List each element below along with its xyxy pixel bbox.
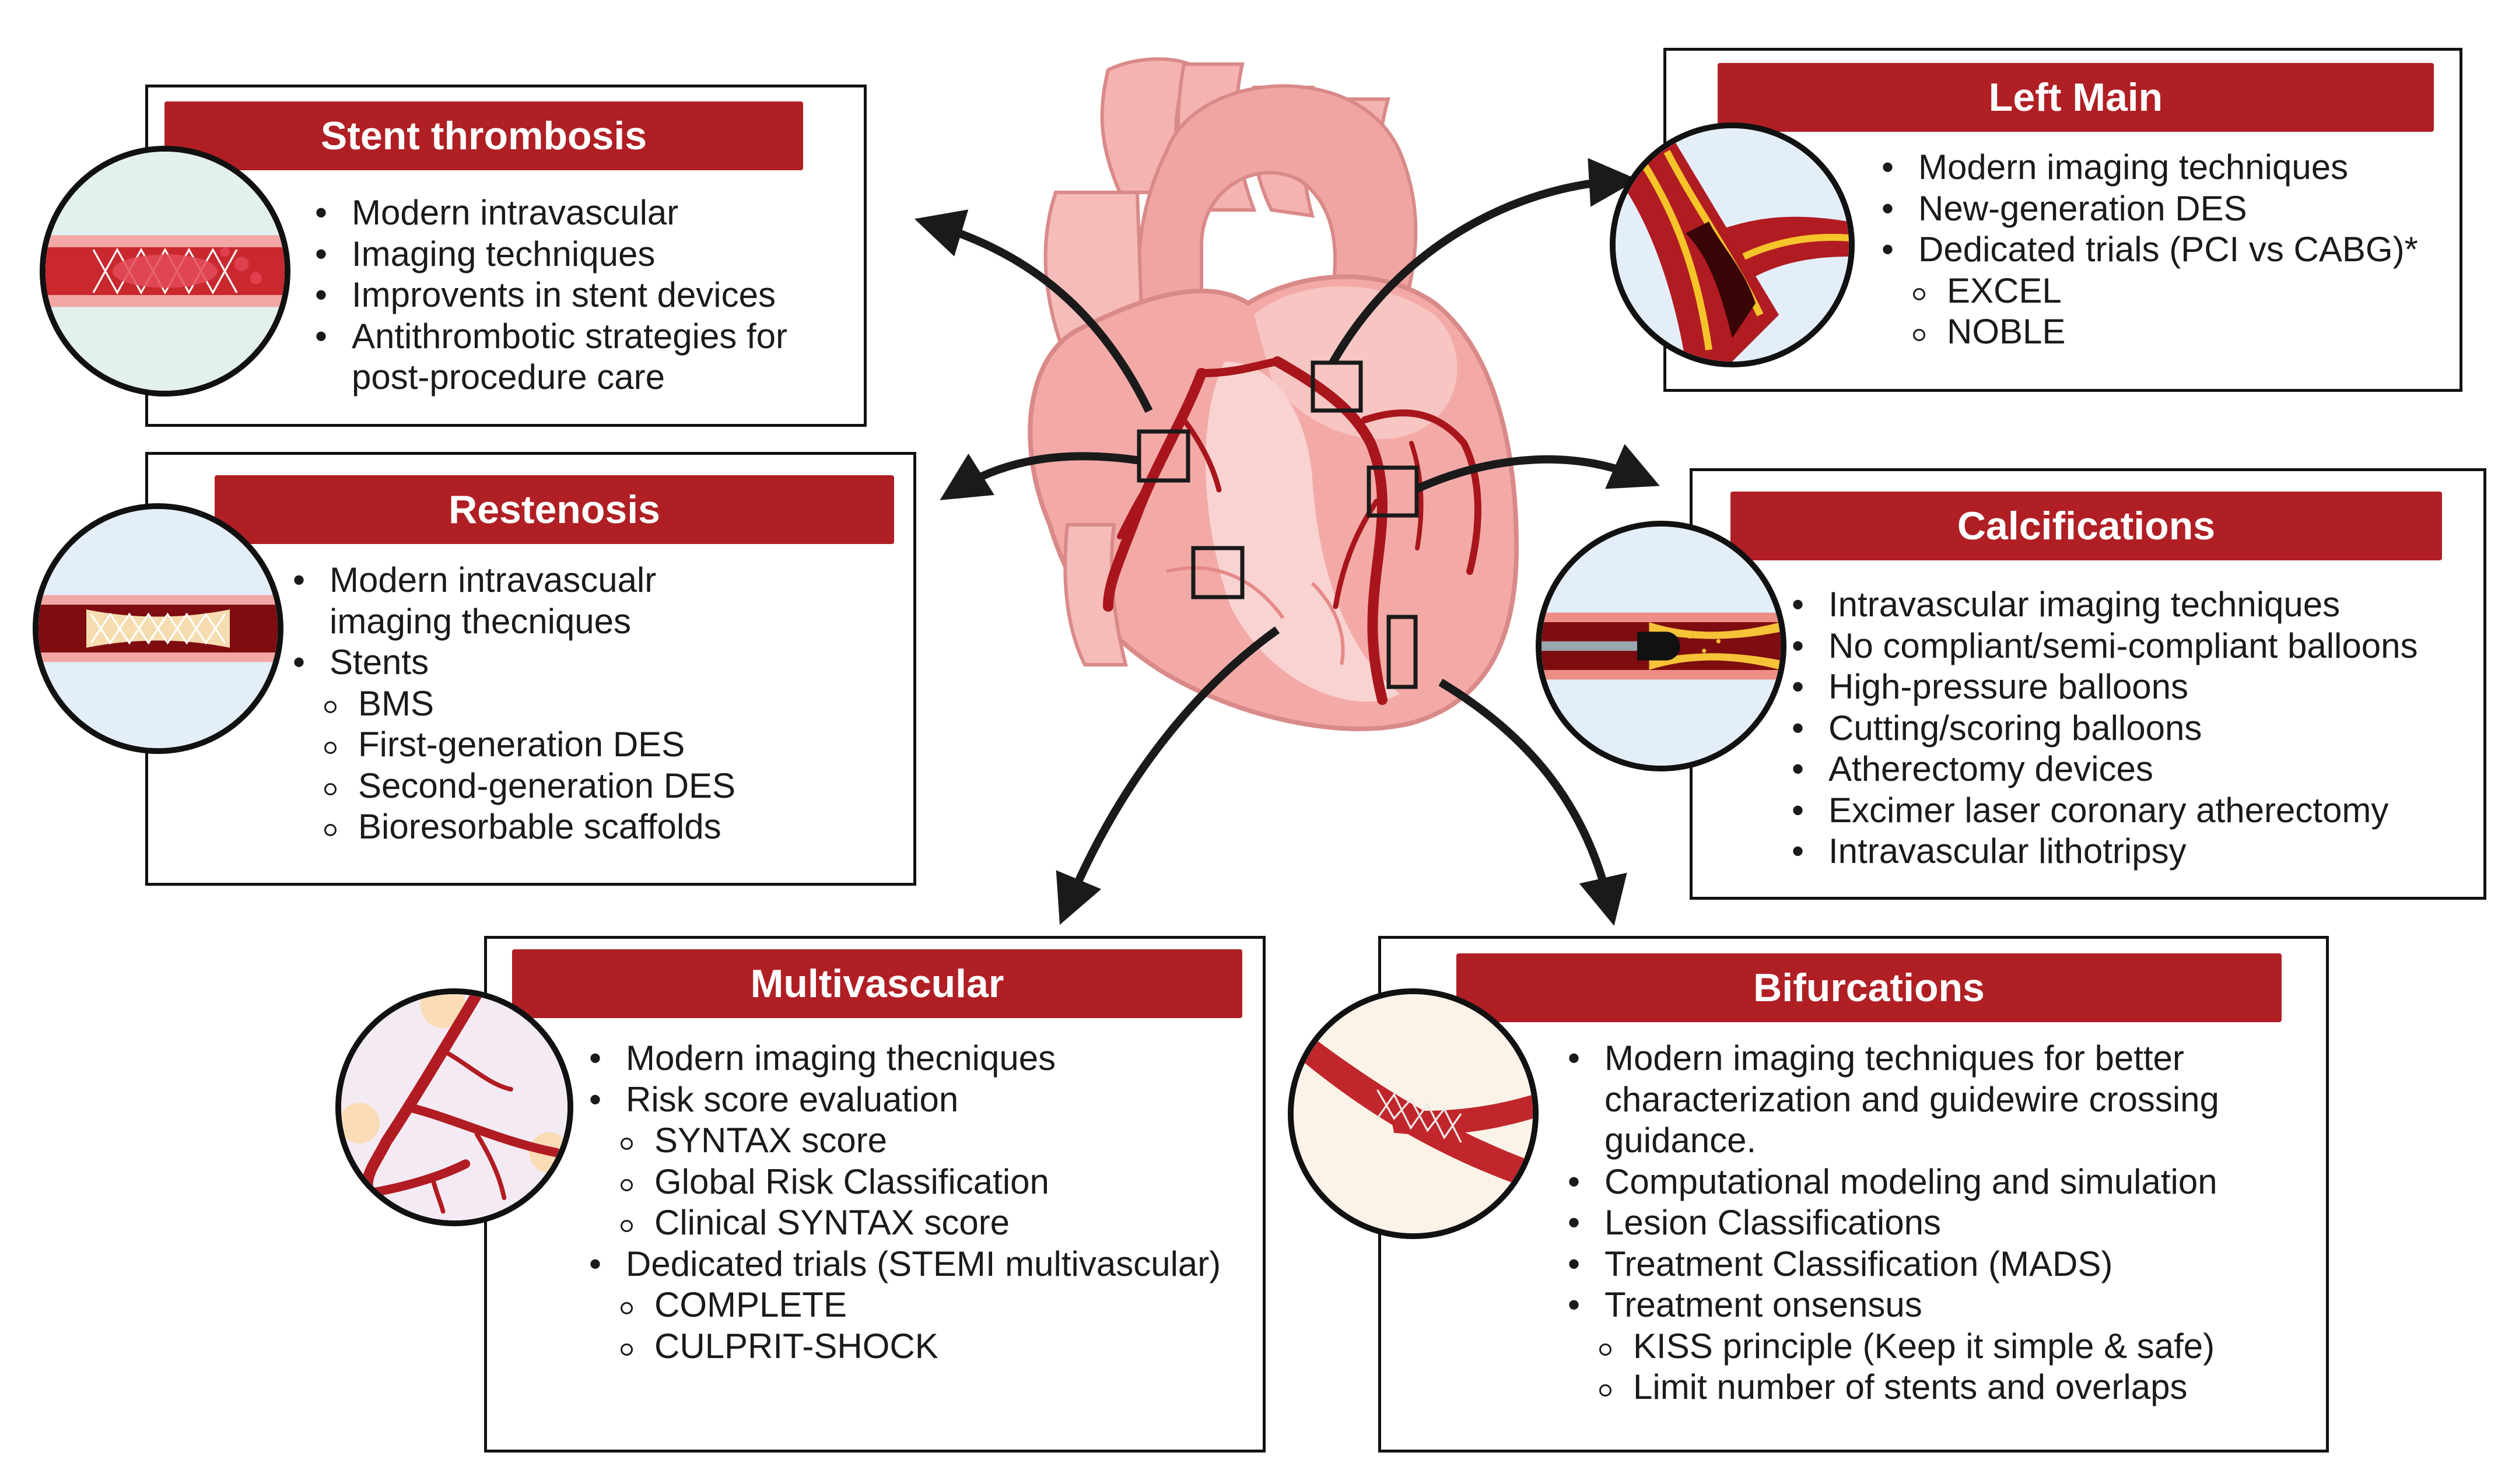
heart-illustration (1028, 57, 1519, 731)
panel-title-multivascular: Multivascular (512, 949, 1242, 1018)
list-item: Treatment onsensus (1561, 1285, 2219, 1326)
sub-list-item: Global Risk Classification (582, 1162, 1221, 1203)
sub-list-item: Clinical SYNTAX score (582, 1202, 1221, 1244)
list-item: Modern imaging techniques (1875, 147, 2418, 188)
sub-list-item: KISS principle (Keep it simple & safe) (1561, 1326, 2219, 1367)
left-main-artery-icon (1610, 122, 1855, 367)
panel-title-left-main: Left Main (1718, 63, 2434, 132)
arrow-to-calcifications (1416, 444, 1660, 493)
sub-list-item: NOBLE (1875, 311, 2418, 353)
panel-title-stent-thrombosis: Stent thrombosis (164, 101, 803, 170)
panel-title-calcifications: Calcifications (1730, 492, 2442, 560)
arrow-to-restenosis (940, 452, 1141, 500)
list-item: Modern intravascular (308, 192, 787, 234)
multivessel-tree-icon (335, 988, 573, 1226)
sub-list-item: EXCEL (1875, 271, 2418, 312)
sub-list-item: CULPRIT-SHOCK (582, 1326, 1221, 1367)
list-item: Risk score evaluation (582, 1079, 1221, 1121)
list-item: Modern imaging techniques for better (1561, 1038, 2219, 1079)
lesion-box-stent-thrombosis (1137, 429, 1190, 483)
list-item: post-procedure care (352, 357, 665, 397)
sub-list-item: Second-generation DES (286, 766, 735, 807)
list-item: New-generation DES (1875, 188, 2418, 230)
sub-list-item: Bioresorbable scaffolds (286, 806, 735, 848)
sub-list-item: COMPLETE (582, 1285, 1221, 1326)
list-item: Intravascular imaging techniques (1785, 584, 2418, 626)
list-item: imaging thecniques (330, 601, 632, 641)
bifurcation-stent-icon (1288, 988, 1539, 1239)
list-item: Excimer laser coronary atherectomy (1785, 790, 2418, 832)
list-left-main: Modern imaging techniquesNew-generation … (1875, 147, 2418, 353)
list-item: Lesion Classifications (1561, 1202, 2219, 1244)
arrow-to-multivascular (1056, 626, 1280, 925)
list-item: Imaging techniques (308, 234, 787, 275)
sub-list-item: First-generation DES (286, 724, 735, 766)
sub-list-item: SYNTAX score (582, 1120, 1221, 1162)
restenosis-stent-icon (33, 503, 283, 754)
list-item: Dedicated trials (STEMI multivascular) (582, 1244, 1221, 1285)
lesion-box-bifurcations (1386, 615, 1418, 689)
connector-arrows (914, 157, 1660, 926)
lesion-box-calcifications (1367, 465, 1419, 518)
list-item: Antithrombotic strategies for (308, 316, 787, 357)
list-item: guidance. (1604, 1121, 1757, 1160)
stent-thrombosis-icon (40, 146, 290, 397)
sub-list-item: Limit number of stents and overlaps (1561, 1367, 2219, 1408)
arrow-to-left-main (1329, 157, 1638, 365)
calcification-lithotripsy-icon (1536, 521, 1786, 771)
list-item: Intravascular lithotripsy (1785, 831, 2418, 872)
list-item: Dedicated trials (PCI vs CABG)* (1875, 229, 2418, 271)
list-calcifications: Intravascular imaging techniquesNo compl… (1785, 584, 2418, 872)
list-item: Improvents in stent devices (308, 275, 787, 316)
list-item: Modern intravascualr (286, 560, 735, 601)
list-item: Modern imaging thecniques (582, 1038, 1221, 1079)
list-item: characterization and guidewire crossing (1604, 1079, 2219, 1119)
sub-list-item: BMS (286, 683, 735, 725)
arrow-to-stent-thrombosis (914, 209, 1153, 413)
list-stent-thrombosis: Modern intravascularImaging techniquesIm… (308, 192, 787, 398)
arrow-to-bifurcations (1438, 678, 1627, 926)
list-item: Treatment Classification (MADS) (1561, 1244, 2219, 1285)
list-item: Computational modeling and simulation (1561, 1162, 2219, 1203)
lesion-box-multivascular (1191, 546, 1245, 599)
panel-title-bifurcations: Bifurcations (1456, 953, 2282, 1022)
panel-multivascular (484, 936, 1266, 1453)
list-item: Cutting/scoring balloons (1785, 708, 2418, 749)
list-item: No compliant/semi-compliant balloons (1785, 626, 2418, 667)
list-item: High-pressure balloons (1785, 666, 2418, 708)
list-item: Stents (286, 642, 735, 683)
list-bifurcations: Modern imaging techniques for betterchar… (1561, 1038, 2219, 1408)
panel-title-restenosis: Restenosis (215, 475, 894, 544)
list-item: Atherectomy devices (1785, 749, 2418, 790)
list-multivascular: Modern imaging thecniquesRisk score eval… (582, 1038, 1221, 1367)
